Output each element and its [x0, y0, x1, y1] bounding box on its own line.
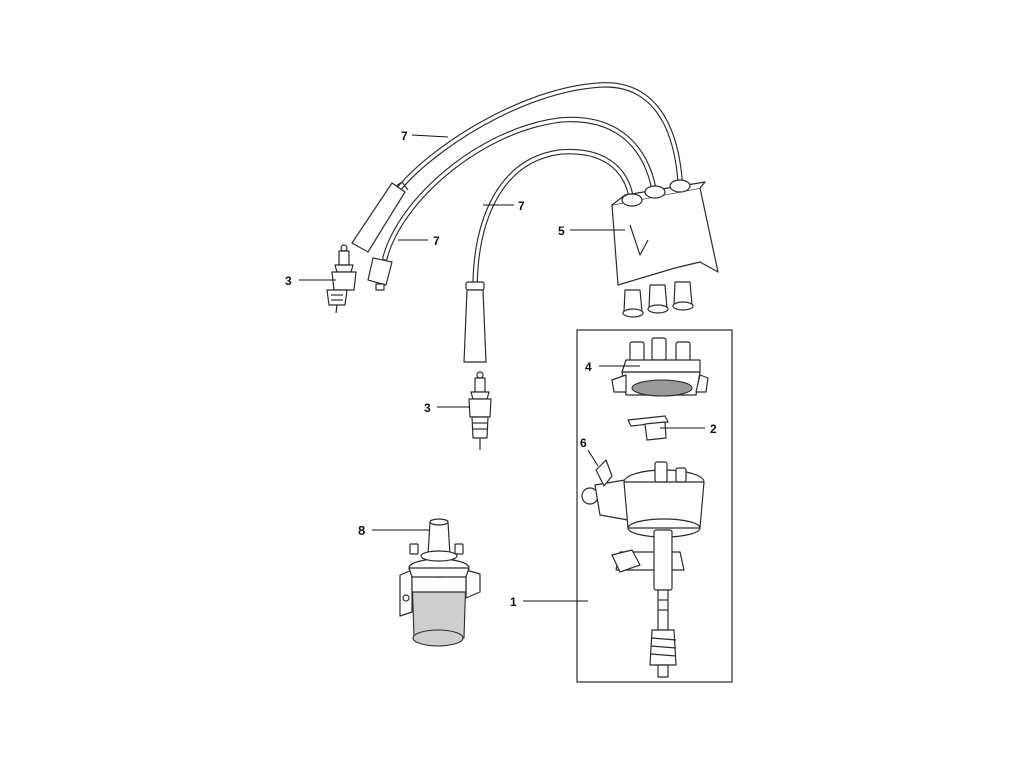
distributor-body	[581, 459, 705, 678]
ht-leads	[351, 82, 683, 363]
plug-boot-left	[351, 181, 409, 253]
callout-7-top: 7	[401, 129, 408, 143]
callout-7-lower: 7	[518, 199, 525, 213]
callout-5: 5	[558, 224, 565, 238]
lead-set-block	[611, 179, 719, 318]
callout-7-middle: 7	[433, 234, 440, 248]
callout-6: 6	[580, 436, 587, 450]
callout-4: 4	[585, 360, 592, 374]
leader-lines	[299, 134, 705, 602]
callout-2: 2	[710, 422, 717, 436]
plug-boot-middle	[367, 257, 393, 291]
callout-3-center: 3	[424, 401, 431, 415]
callout-8: 8	[358, 523, 365, 538]
callout-3-left: 3	[285, 274, 292, 288]
distributor-cap	[611, 337, 709, 397]
rotor-arm	[627, 415, 669, 441]
ignition-coil	[399, 518, 481, 647]
distributor-assembly-frame	[576, 329, 733, 683]
spark-plug-center	[468, 371, 492, 450]
spark-plug-left	[326, 244, 357, 314]
plug-boot-center	[463, 281, 487, 363]
callout-1: 1	[510, 595, 517, 609]
